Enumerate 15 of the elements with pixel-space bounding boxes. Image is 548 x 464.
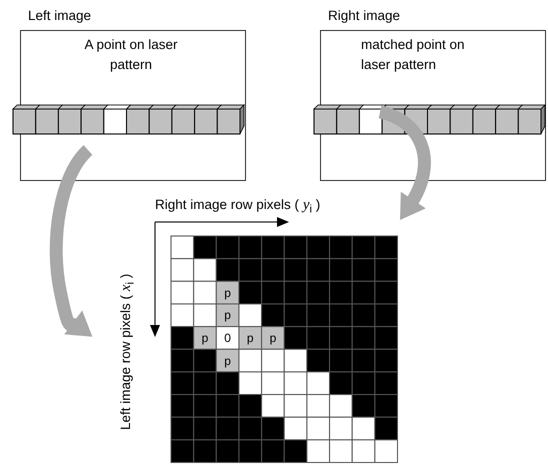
curved-arrow [50,146,94,336]
image-title: Right image [328,8,400,23]
pixel-grid [170,235,398,464]
cell-label: p [246,330,254,345]
cell-label: p [270,330,276,345]
cell-label: p [224,354,231,368]
cell-label: 0 [224,330,231,345]
point-note: A point on laser pattern [83,36,179,74]
image-title: Left image [28,8,92,23]
cell-label: p [202,330,208,345]
point-note: matched point on laser pattern [361,36,466,74]
cell-label: p [224,308,231,322]
cell-label: p [224,286,231,300]
axis-label: Right image row pixels ( y$_{i}$ ) [155,197,320,216]
curved-arrow [378,106,431,221]
